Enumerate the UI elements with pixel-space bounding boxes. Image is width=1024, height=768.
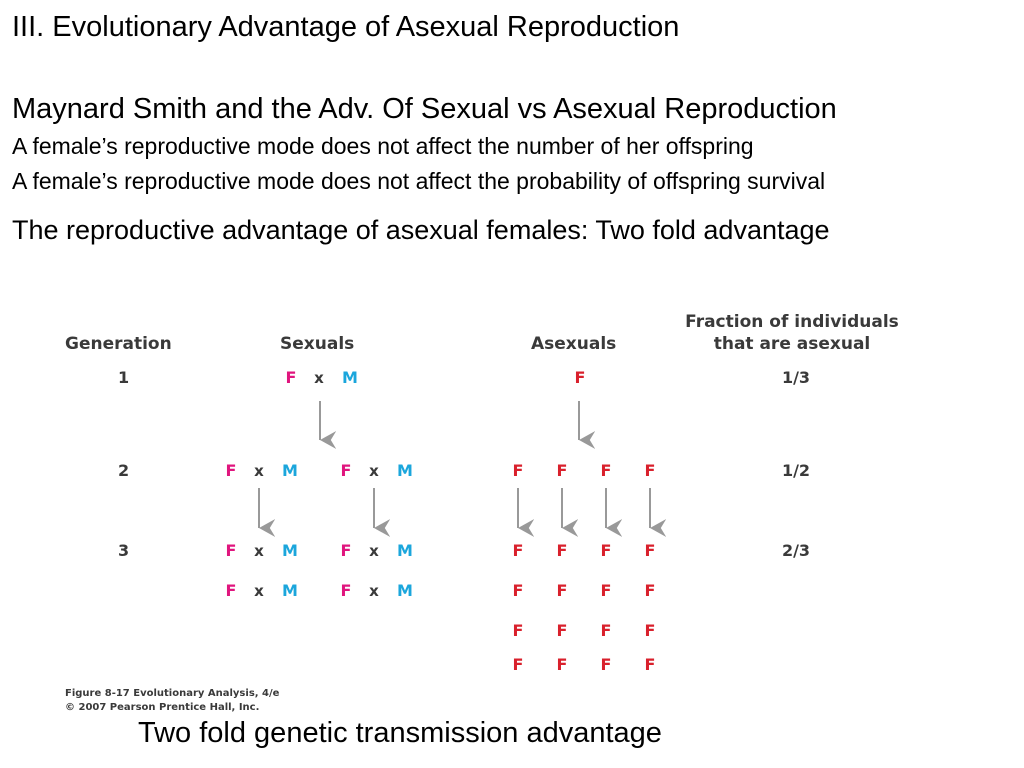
asexual-female-symbol: F — [557, 461, 568, 480]
asexual-female-symbol: F — [645, 461, 656, 480]
figure-credit: Figure 8-17 Evolutionary Analysis, 4/e — [65, 688, 280, 699]
asexual-female-symbol: F — [513, 621, 524, 640]
asexual-female-symbol: F — [601, 581, 612, 600]
header-generation: Generation — [65, 334, 172, 354]
figure-copyright: © 2007 Pearson Prentice Hall, Inc. — [65, 702, 259, 713]
female-symbol: F — [286, 368, 297, 387]
female-symbol: F — [226, 541, 237, 560]
asexual-female-symbol: F — [645, 655, 656, 674]
generation-label: 3 — [118, 541, 129, 560]
asexual-female-symbol: F — [601, 655, 612, 674]
male-symbol: M — [282, 461, 298, 480]
male-symbol: M — [397, 581, 413, 600]
male-symbol: M — [397, 461, 413, 480]
asexual-female-symbol: F — [601, 621, 612, 640]
cross-symbol: x — [369, 462, 379, 480]
header-asexuals: Asexuals — [531, 334, 616, 354]
two-fold-advantage-statement: The reproductive advantage of asexual fe… — [12, 215, 830, 245]
cross-symbol: x — [254, 582, 264, 600]
asexual-female-symbol: F — [513, 541, 524, 560]
generation-label: 2 — [118, 461, 129, 480]
cross-symbol: x — [254, 462, 264, 480]
fraction-asexual: 2/3 — [782, 541, 810, 560]
cross-symbol: x — [314, 369, 324, 387]
cross-symbol: x — [369, 542, 379, 560]
asexual-female-symbol: F — [557, 621, 568, 640]
fraction-asexual: 1/3 — [782, 368, 810, 387]
male-symbol: M — [282, 581, 298, 600]
asexual-female-symbol: F — [557, 541, 568, 560]
bottom-caption: Two fold genetic transmission advantage — [138, 717, 662, 749]
asexual-female-symbol: F — [557, 581, 568, 600]
assumption-offspring-survival: A female’s reproductive mode does not af… — [12, 168, 826, 194]
asexual-arrows — [517, 401, 667, 537]
female-symbol: F — [341, 461, 352, 480]
slide-title: III. Evolutionary Advantage of Asexual R… — [12, 11, 680, 43]
asexual-female-symbol: F — [601, 541, 612, 560]
header-fraction-line2: that are asexual — [714, 334, 871, 354]
asexual-female-symbol: F — [645, 541, 656, 560]
slide-subtitle: Maynard Smith and the Adv. Of Sexual vs … — [12, 93, 837, 125]
female-symbol: F — [341, 541, 352, 560]
asexual-female-symbol: F — [513, 581, 524, 600]
header-sexuals: Sexuals — [280, 334, 354, 354]
asexual-female-symbol: F — [601, 461, 612, 480]
asexual-female-symbol: F — [645, 621, 656, 640]
cross-symbol: x — [369, 582, 379, 600]
cross-symbol: x — [254, 542, 264, 560]
female-symbol: F — [226, 581, 237, 600]
female-symbol: F — [226, 461, 237, 480]
asexual-female-symbol: F — [557, 655, 568, 674]
asexual-female-symbol: F — [513, 461, 524, 480]
female-symbol: F — [341, 581, 352, 600]
assumption-number-of-offspring: A female’s reproductive mode does not af… — [12, 133, 754, 159]
sexual-arrows — [258, 401, 391, 537]
asexual-female-symbol: F — [645, 581, 656, 600]
fraction-asexual: 1/2 — [782, 461, 810, 480]
asexual-female-symbol: F — [575, 368, 586, 387]
generation-label: 1 — [118, 368, 129, 387]
header-fraction-line1: Fraction of individuals — [685, 312, 899, 332]
male-symbol: M — [342, 368, 358, 387]
asexual-female-symbol: F — [513, 655, 524, 674]
male-symbol: M — [282, 541, 298, 560]
male-symbol: M — [397, 541, 413, 560]
